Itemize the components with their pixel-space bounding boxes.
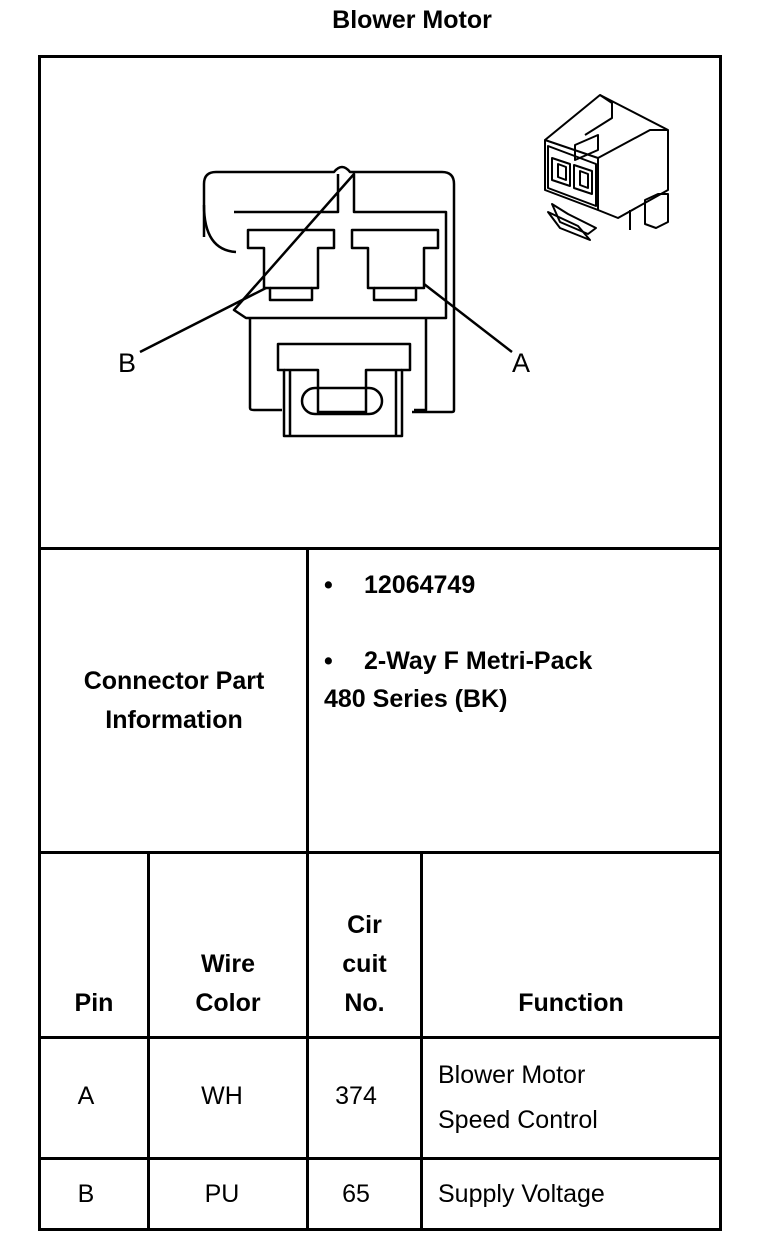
- part-description-line2: 480 Series (BK): [324, 685, 508, 713]
- header-function: Function: [518, 989, 624, 1017]
- connector-part-info-line1: Connector Part: [83, 667, 265, 695]
- leader-line-b: [139, 286, 267, 354]
- header-circuit-line2: cuit: [342, 950, 387, 978]
- row-a-wire-color: WH: [201, 1082, 243, 1110]
- connector-body-outline: [202, 165, 456, 414]
- divider-info-vertical: [306, 547, 309, 854]
- connector-iso-view: [544, 94, 669, 241]
- row-b-function: Supply Voltage: [438, 1180, 605, 1208]
- part-number-item: • 12064749: [324, 566, 714, 604]
- row-a-pin: A: [77, 1082, 95, 1110]
- part-description-line1: 2-Way F Metri-Pack: [364, 647, 593, 675]
- bullet-icon: •: [324, 647, 333, 675]
- header-circuit-no: Cir cuit No.: [309, 906, 420, 1023]
- row-a-function-line2: Speed Control: [438, 1106, 598, 1134]
- leader-line-a: [423, 283, 513, 353]
- divider-diagram-bottom: [38, 547, 722, 550]
- connector-latch: [276, 342, 412, 438]
- diagram-title: Blower Motor: [332, 6, 492, 34]
- divider-info-bottom: [38, 851, 722, 854]
- bullet-icon: •: [324, 571, 333, 599]
- divider-col-pin: [147, 851, 150, 1231]
- connector-left-tab: [202, 204, 237, 254]
- connector-part-info-label: Connector Part Information: [41, 662, 307, 740]
- header-wire-color: Wire Color: [150, 945, 306, 1023]
- part-number: 12064749: [364, 571, 476, 599]
- connector-part-info-line2: Information: [105, 706, 243, 734]
- row-b-circuit: 65: [342, 1180, 370, 1208]
- divider-col-wire: [306, 851, 309, 1231]
- row-a-function: Blower Motor Speed Control: [438, 1053, 718, 1143]
- row-b-pin: B: [77, 1180, 95, 1208]
- part-description-item: • 2-Way F Metri-Pack 480 Series (BK): [324, 642, 714, 718]
- header-wire-color-line2: Color: [195, 989, 261, 1017]
- row-b-wire-color: PU: [204, 1180, 240, 1208]
- row-a-function-line1: Blower Motor: [438, 1061, 586, 1089]
- header-circuit-line1: Cir: [347, 911, 382, 939]
- divider-header-bottom: [38, 1036, 722, 1039]
- pin-label-b: B: [118, 348, 136, 378]
- connector-inner-cavity: [232, 172, 448, 320]
- divider-row-a-bottom: [38, 1157, 722, 1160]
- divider-col-circuit: [420, 851, 423, 1231]
- connector-part-details: • 12064749 • 2-Way F Metri-Pack 480 Seri…: [324, 566, 714, 718]
- header-pin: Pin: [74, 989, 114, 1017]
- pin-label-a: A: [512, 348, 530, 378]
- outer-frame: [38, 55, 722, 1231]
- terminal-b: [246, 228, 336, 302]
- terminal-a: [350, 228, 440, 302]
- row-a-circuit: 374: [335, 1082, 377, 1110]
- header-circuit-line3: No.: [344, 989, 385, 1017]
- header-wire-color-line1: Wire: [201, 950, 255, 978]
- connector-lower-housing: [248, 318, 428, 412]
